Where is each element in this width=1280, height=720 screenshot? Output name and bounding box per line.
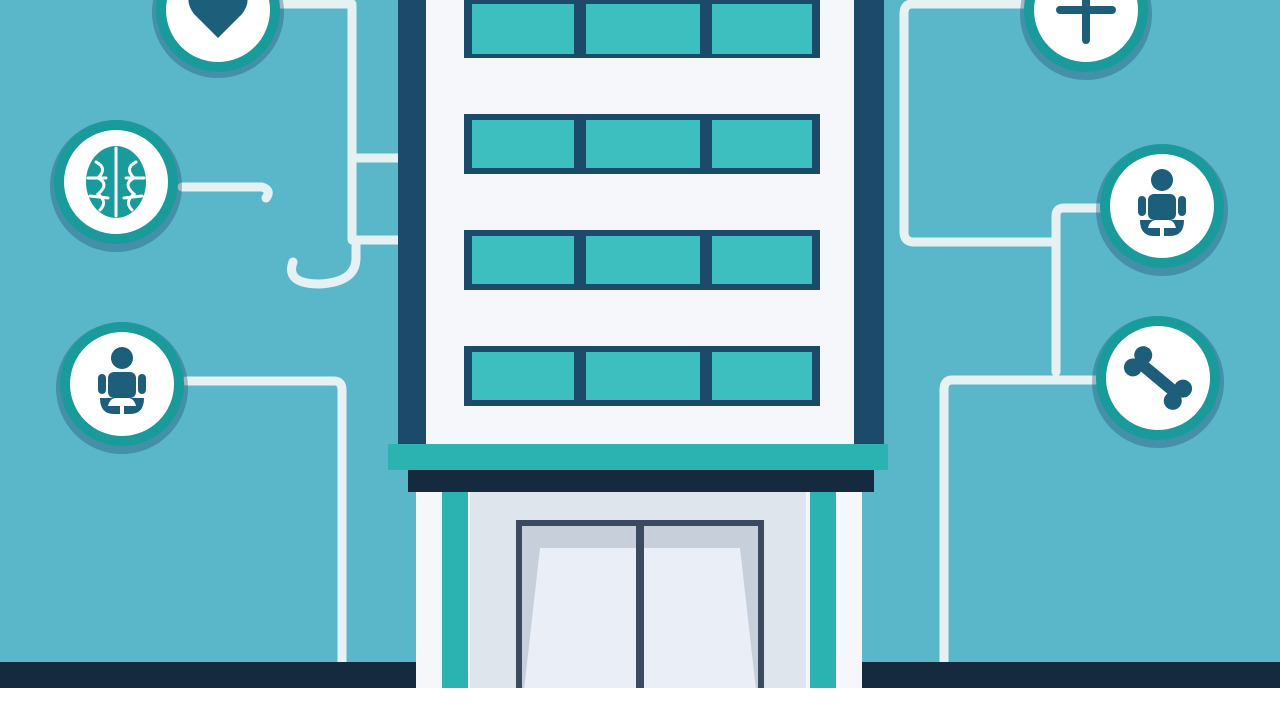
connector-line xyxy=(899,0,1061,247)
connector-line xyxy=(287,235,361,289)
window-rows xyxy=(464,0,820,406)
plus-icon xyxy=(1056,0,1116,44)
entrance-door xyxy=(516,520,764,690)
child-icon xyxy=(1138,169,1186,236)
connector-line xyxy=(1051,203,1105,377)
connector-lines xyxy=(177,0,1105,695)
pediatrics-badge xyxy=(56,322,188,454)
heart-badge xyxy=(152,0,284,78)
pillar-left xyxy=(442,492,468,690)
window-row xyxy=(464,0,820,58)
orthopedics-badge xyxy=(1092,316,1224,448)
ground-base xyxy=(0,688,1280,720)
connector-line xyxy=(181,376,347,695)
entrance-canopy xyxy=(388,444,888,470)
connector-line xyxy=(177,182,273,203)
bone-icon xyxy=(1123,346,1193,410)
connector-line xyxy=(275,0,403,163)
connector-line xyxy=(939,375,1101,695)
hospital-building xyxy=(388,0,888,690)
medical-badge xyxy=(1020,0,1152,80)
pediatrics-badge xyxy=(1096,144,1228,276)
window-row xyxy=(464,346,820,406)
heart-icon xyxy=(188,0,248,38)
brain-badge xyxy=(50,120,182,252)
window-row xyxy=(464,230,820,290)
ground-strip xyxy=(862,662,1280,688)
pillar-right xyxy=(810,492,836,690)
window-row xyxy=(464,114,820,174)
child-icon xyxy=(98,347,146,414)
brain-icon xyxy=(86,146,146,218)
ground-strip xyxy=(0,662,416,688)
canopy-shadow xyxy=(408,470,874,492)
